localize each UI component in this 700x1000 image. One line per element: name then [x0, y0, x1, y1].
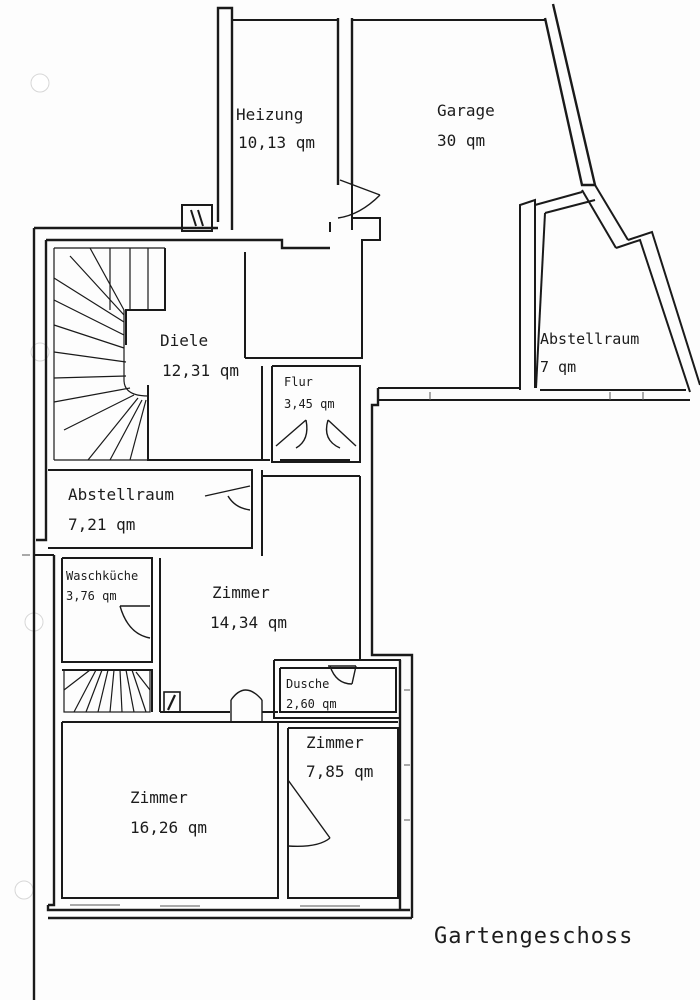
chimney-icon — [181, 204, 213, 232]
zimmer-mitte-walls — [160, 476, 361, 722]
waschkueche-walls — [61, 557, 161, 712]
room-zimmer-mitte-name: Zimmer — [212, 583, 270, 602]
punch-hole — [14, 880, 34, 900]
abstellraum-walls — [48, 469, 360, 556]
room-abstellraum-area: 7,21 qm — [68, 515, 135, 534]
chimney-icon — [163, 691, 181, 713]
room-flur-name: Flur — [284, 375, 313, 389]
staircase-lower — [63, 669, 151, 713]
room-abstellraum-name: Abstellraum — [68, 485, 174, 504]
punch-hole — [30, 342, 50, 362]
room-garage-area: 30 qm — [437, 131, 485, 150]
room-zimmer-klein-area: 7,85 qm — [306, 762, 373, 781]
room-waschkueche-name: Waschküche — [66, 569, 138, 583]
room-zimmer-klein-name: Zimmer — [306, 733, 364, 752]
staircase-upper — [53, 247, 165, 461]
outer-walls — [32, 226, 414, 1000]
room-abstellraum-garage-area: 7 qm — [540, 358, 576, 376]
heizung-walls — [216, 6, 354, 232]
zimmer-unten-walls — [61, 721, 399, 899]
room-zimmer-gross-name: Zimmer — [130, 788, 188, 807]
garage-door — [337, 179, 381, 219]
room-heizung-name: Heizung — [236, 105, 303, 124]
room-diele-name: Diele — [160, 331, 208, 350]
garage-walls — [245, 3, 700, 401]
room-diele-area: 12,31 qm — [162, 361, 239, 380]
room-zimmer-mitte-area: 14,34 qm — [210, 613, 287, 632]
room-zimmer-gross-area: 16,26 qm — [130, 818, 207, 837]
room-abstellraum-garage-name: Abstellraum — [540, 330, 639, 348]
room-garage-name: Garage — [437, 101, 495, 120]
room-waschkueche-area: 3,76 qm — [66, 589, 117, 603]
wall-texture — [22, 392, 644, 907]
floor-title: Gartengeschoss — [434, 924, 633, 949]
room-dusche-name: Dusche — [286, 677, 329, 691]
room-heizung-area: 10,13 qm — [238, 133, 315, 152]
punch-hole — [30, 73, 50, 93]
dusche-walls — [273, 659, 401, 719]
flur-doors — [275, 419, 357, 449]
diele-walls — [125, 248, 361, 463]
room-flur-area: 3,45 qm — [284, 397, 335, 411]
room-dusche-area: 2,60 qm — [286, 697, 337, 711]
